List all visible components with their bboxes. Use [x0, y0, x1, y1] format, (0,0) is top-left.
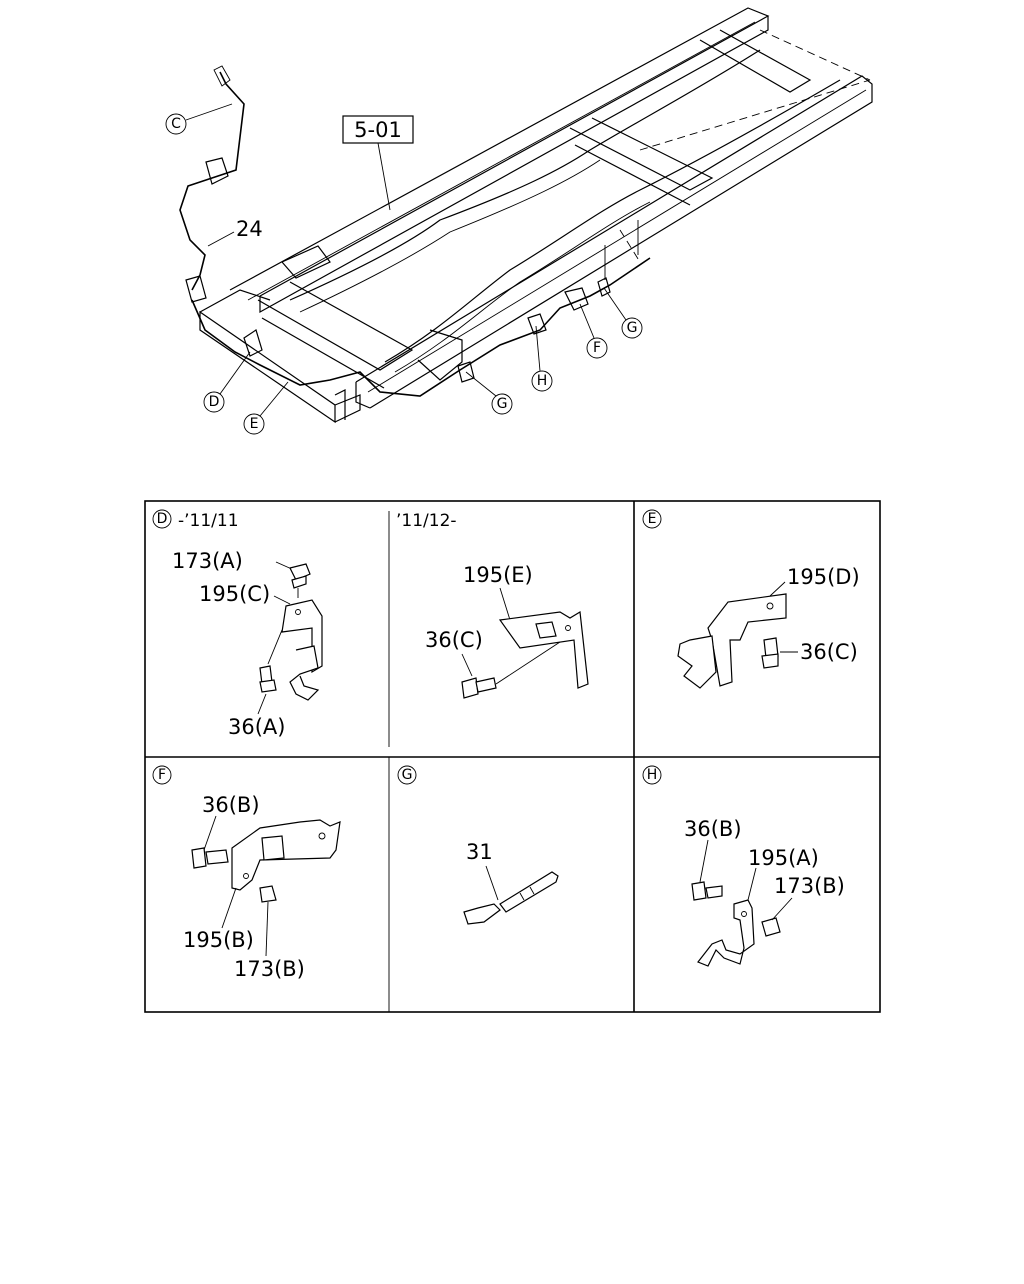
- detail-h-label-bolt: 36(B): [684, 817, 742, 841]
- callout-c: C: [165, 103, 233, 135]
- detail-d-label-bolt: 36(A): [228, 715, 285, 739]
- detail-f-letter: F: [158, 767, 166, 783]
- detail-g-letter: G: [402, 767, 413, 783]
- detail-d-right-label-bolt: 36(C): [425, 628, 483, 652]
- detail-g-label-clip: 31: [466, 840, 493, 864]
- frame-assembly-drawing: [199, 7, 873, 424]
- svg-text:G: G: [627, 320, 638, 336]
- callout-d: D: [203, 351, 251, 413]
- svg-text:F: F: [593, 340, 601, 356]
- detail-d-label-bracket: 195(C): [199, 582, 270, 606]
- callout-h: H: [531, 325, 553, 392]
- detail-f-label-bracket: 195(B): [183, 928, 254, 952]
- svg-text:E: E: [250, 416, 259, 432]
- detail-g: G 31: [397, 765, 559, 925]
- part-label-24: 24: [236, 217, 263, 241]
- ref-box-label: 5-01: [354, 118, 402, 142]
- callout-f: F: [579, 303, 608, 359]
- detail-d-left-title: -’11/11: [178, 511, 239, 531]
- detail-h-letter: H: [647, 767, 658, 783]
- detail-d: D -’11/11 ’11/12- 173(A) 195(C) 36(A) 19…: [152, 509, 589, 739]
- detail-h-label-nut: 173(B): [774, 874, 845, 898]
- svg-text:H: H: [537, 373, 548, 389]
- detail-h-label-bracket: 195(A): [748, 846, 819, 870]
- ref-5-01: 5-01: [342, 115, 414, 211]
- detail-grid: [144, 500, 881, 1013]
- callout-e: E: [243, 381, 289, 435]
- detail-h: H 36(B) 195(A) 173(B): [642, 765, 845, 967]
- detail-d-letter: D: [157, 511, 168, 527]
- detail-e-label-bracket: 195(D): [787, 565, 860, 589]
- svg-text:G: G: [497, 396, 508, 412]
- detail-f-label-nut: 173(B): [234, 957, 305, 981]
- detail-d-right-title: ’11/12-: [396, 511, 457, 531]
- detail-e-label-bolt: 36(C): [800, 640, 858, 664]
- svg-text:D: D: [209, 394, 220, 410]
- detail-e-letter: E: [648, 511, 657, 527]
- harness-24: [179, 65, 651, 397]
- callout-g-right: G: [603, 287, 643, 339]
- svg-text:C: C: [171, 116, 181, 132]
- callout-g-left: G: [465, 371, 513, 415]
- detail-d-label-nut: 173(A): [172, 549, 243, 573]
- detail-f: F 36(B) 195(B) 173(B): [152, 765, 341, 981]
- detail-d-right-label-bracket: 195(E): [463, 563, 533, 587]
- detail-e: E 195(D) 36(C): [642, 509, 860, 689]
- detail-f-label-bolt: 36(B): [202, 793, 260, 817]
